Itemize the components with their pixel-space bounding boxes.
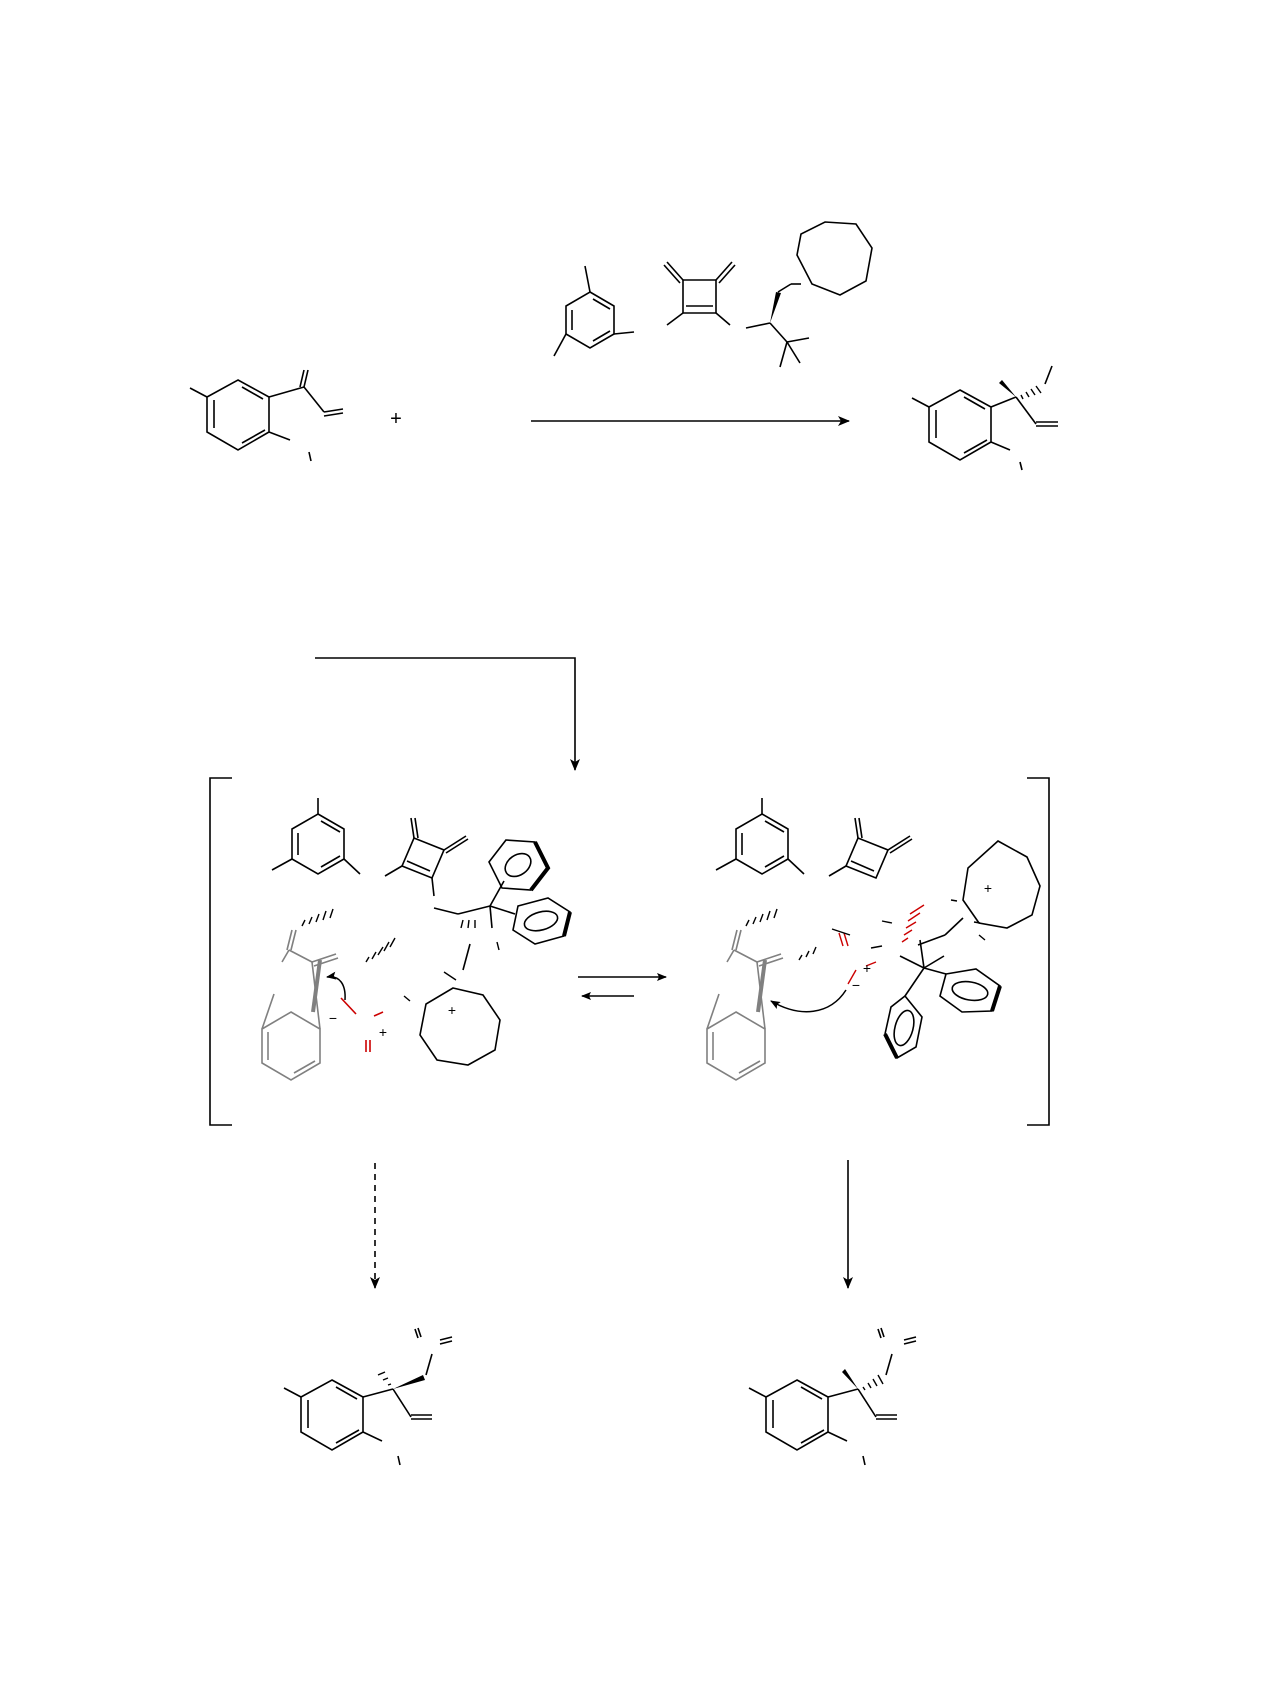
equilibrium-arrows — [578, 973, 667, 1000]
minor-product-hash-bond — [377, 1371, 392, 1386]
transition-state-left: + − + — [261, 798, 572, 1081]
ts-right-charge-minus: − — [852, 977, 860, 993]
ts-right-charge-plus-amine: + — [984, 880, 992, 896]
product-oxindole — [911, 365, 1058, 471]
ts-left-charge-plus: + — [448, 1002, 456, 1018]
product-major-enantiomer — [748, 1327, 917, 1466]
major-product-hash-bond — [862, 1374, 884, 1391]
ts-left-charge-plus-nitro: + — [379, 1024, 387, 1040]
plus-sign: + — [390, 408, 402, 430]
product-wedge-bond — [999, 380, 1016, 397]
right-bracket — [1027, 777, 1050, 1126]
left-bracket — [209, 777, 232, 1126]
transition-state-right: + + − — [706, 798, 1041, 1081]
catalyst-structure — [553, 221, 873, 368]
product-hash-bond — [1020, 385, 1042, 400]
product-minor-enantiomer — [283, 1327, 453, 1466]
major-product-wedge-bond — [842, 1369, 858, 1389]
starting-material-isatin — [189, 369, 344, 462]
catalyst-wedge-bond — [770, 292, 781, 323]
ts-left-charge-minus: − — [329, 1010, 337, 1026]
arrow-to-transition-states — [315, 657, 580, 771]
minor-product-wedge-bond — [393, 1375, 425, 1389]
ts-right-charge-plus-nitro: + — [863, 960, 871, 976]
